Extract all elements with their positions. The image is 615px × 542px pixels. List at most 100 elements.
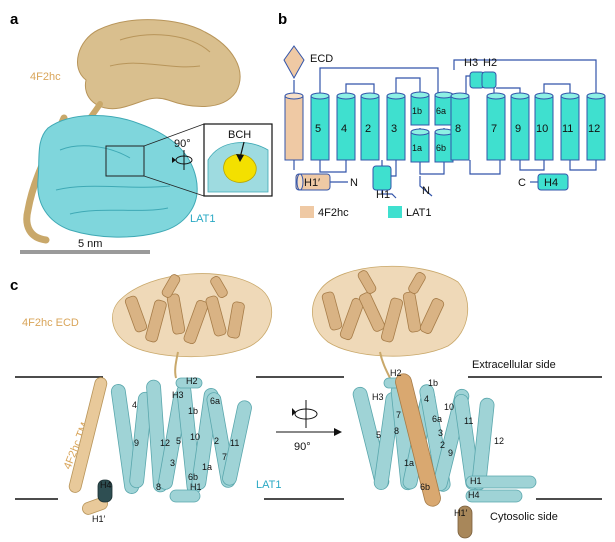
- left-label-10: 10: [190, 432, 200, 442]
- helix-label-7: 7: [491, 123, 497, 135]
- left-label-2: 2: [214, 436, 219, 446]
- cytosolic-label: Cytosolic side: [490, 511, 558, 523]
- panel-letter-c: c: [10, 277, 18, 294]
- left-label-6b: 6b: [188, 472, 198, 482]
- right-label-12: 12: [494, 436, 504, 446]
- scale-bar-label: 5 nm: [78, 238, 102, 250]
- legend-label-4f2hc: 4F2hc: [318, 207, 349, 219]
- right-helix-labels: H2 1b H3 4 10 7 6a 5 8 3 11 2 9 12 1a H1…: [372, 368, 504, 518]
- c-terminus: C: [518, 177, 526, 189]
- h1prime-cylinder: [295, 173, 331, 191]
- helix-label-11: 11: [562, 123, 573, 135]
- helix-label-9: 9: [515, 123, 521, 135]
- right-h1prime-helix: [457, 505, 473, 539]
- helix-h1: [372, 165, 392, 191]
- right-tm-helix: [395, 373, 441, 507]
- helix-5: [310, 92, 330, 161]
- scale-bar: [20, 250, 150, 254]
- helix-label-3: 3: [391, 123, 397, 135]
- bch-inset: BCH: [203, 123, 273, 197]
- ecd-label: ECD: [310, 53, 333, 65]
- extracellular-label: Extracellular side: [472, 359, 556, 371]
- right-label-2: 2: [440, 440, 445, 450]
- panel-c: c Extracellular side Cytosolic side 4F2h…: [10, 265, 602, 539]
- panel-c-rotation: 90°: [294, 441, 311, 453]
- lat1-helices: [310, 71, 606, 191]
- n-terminus-light: N: [422, 185, 430, 197]
- right-label-6b: 6b: [420, 482, 430, 492]
- right-label-h2: H2: [390, 368, 402, 378]
- helix-label-5: 5: [315, 123, 321, 135]
- right-label-5: 5: [376, 430, 381, 440]
- right-label-h1: H1: [470, 476, 482, 486]
- right-label-10: 10: [444, 402, 454, 412]
- ecd-diamond-icon: [283, 45, 305, 80]
- panel-a-rotation: 90°: [174, 138, 191, 150]
- helix-label-12: 12: [588, 123, 600, 135]
- helix-labels: 5 4 2 3 1b 6a 1a 6b 8 7 9 10 11 12 H1 N …: [315, 57, 600, 201]
- helix-h2: [481, 71, 497, 89]
- ecd-domain-label: 4F2hc ECD: [22, 317, 79, 329]
- right-label-h1prime: H1′: [454, 508, 468, 518]
- panel-letter-a: a: [10, 11, 19, 28]
- right-label-h4: H4: [468, 490, 480, 500]
- helix-6a: [434, 91, 454, 126]
- left-tm-helix: [68, 377, 108, 493]
- helix-label-1a: 1a: [412, 143, 422, 153]
- legend-swatch-4f2hc: [300, 206, 314, 218]
- helix-7: [486, 92, 506, 161]
- helix-10: [534, 92, 554, 161]
- right-label-6a: 6a: [432, 414, 442, 424]
- helix-label-h3: H3: [464, 57, 478, 69]
- left-label-h4: H4: [100, 480, 112, 490]
- right-label-9: 9: [448, 448, 453, 458]
- right-label-11: 11: [464, 416, 473, 426]
- bch-arrow-icon: [236, 154, 244, 162]
- helix-h4: [537, 173, 569, 191]
- helix-2: [360, 92, 380, 161]
- helix-label-4: 4: [341, 123, 347, 135]
- helix-1a: [410, 128, 430, 163]
- legend-label-lat1: LAT1: [406, 207, 431, 219]
- helix-label-6a: 6a: [436, 106, 446, 116]
- right-label-4: 4: [424, 394, 429, 404]
- helix-label-1b: 1b: [412, 106, 422, 116]
- left-label-12: 12: [160, 438, 170, 448]
- helix-1b: [410, 91, 430, 126]
- helix-4: [336, 92, 356, 161]
- zoom-region-box: [105, 145, 145, 177]
- panel-letter-b: b: [278, 11, 287, 28]
- zoom-line-bottom: [143, 175, 205, 197]
- helix-11: [560, 92, 580, 161]
- helix-12: [586, 92, 606, 161]
- left-helix-labels: H2 H3 4 6a 1b 9 12 5 10 2 11 3 7 1a 6b H…: [92, 376, 239, 524]
- right-label-7: 7: [396, 410, 401, 420]
- helix-9: [510, 92, 530, 161]
- right-ecd-structure: [312, 265, 469, 357]
- helix-label-2: 2: [365, 123, 371, 135]
- panel-b: b ECD: [278, 11, 606, 219]
- rotation-arrow-icon: [276, 400, 342, 436]
- right-label-8: 8: [394, 426, 399, 436]
- lat1-structure-label: LAT1: [256, 479, 281, 491]
- left-label-11: 11: [230, 438, 239, 448]
- left-label-4: 4: [132, 400, 137, 410]
- helix-label-6b: 6b: [436, 143, 446, 153]
- left-label-7: 7: [222, 452, 227, 462]
- helix-3: [386, 92, 406, 161]
- left-label-3: 3: [170, 458, 175, 468]
- left-label-h1prime: H1′: [92, 514, 106, 524]
- left-label-8: 8: [156, 482, 161, 492]
- helix-label-h1: H1: [376, 189, 390, 201]
- left-label-6a: 6a: [210, 396, 220, 406]
- right-lat1-structure: [352, 377, 537, 503]
- membrane-lines: [15, 376, 602, 500]
- zoom-line-top: [143, 123, 205, 147]
- right-label-1a: 1a: [404, 458, 414, 468]
- rotation-90-icon: [172, 150, 193, 170]
- topology-legend: 4F2hc LAT1: [300, 206, 431, 219]
- left-label-1b: 1b: [188, 406, 198, 416]
- panel-a: a BCH: [10, 11, 273, 254]
- helix-label-10: 10: [536, 123, 548, 135]
